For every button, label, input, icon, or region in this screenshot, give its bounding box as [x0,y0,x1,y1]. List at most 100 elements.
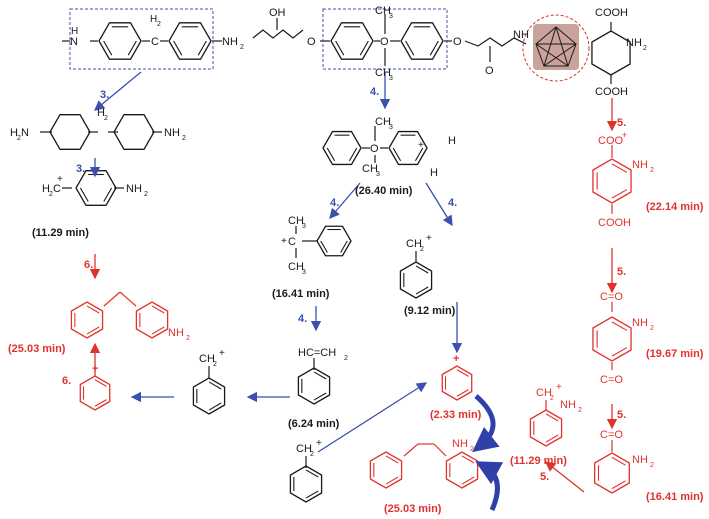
acid-ring [591,30,631,76]
acyl2-ring [592,316,632,362]
benzene-rings [49,22,632,503]
step-5c: 5. [617,409,626,421]
bisA-ch3-bot-sub: 3 [376,171,380,178]
polymer-nh: NH [222,36,238,48]
acyl2-nh2: NH [632,317,648,329]
acyl3-nh2-sub: 2 [650,462,654,469]
polymer-backbone [62,14,527,66]
bisA-ring-2 [388,130,428,166]
mda-structure [40,131,162,189]
cumyl-cation [295,226,318,258]
acyl2-nh2-sub: 2 [650,325,654,332]
acyl1-ring [592,158,632,204]
mda-nh2-sub: 2 [182,135,186,142]
acyl3-co: C=O [600,429,623,441]
step-3b: 3. [76,163,85,175]
time-aniline: (11.29 min) [510,455,567,467]
time-benzyl-mid: (9.12 min) [404,305,456,317]
bisA-plus: + [418,140,424,151]
prod-bottom-nh2-sub: 2 [470,446,474,453]
cooh-top: COOH [595,7,628,19]
acyl1-coo: COO [598,135,624,147]
styrene-sub: 2 [344,355,348,362]
aniline-ch2: CH [536,387,552,399]
phenyl-red-plus: + [453,353,459,365]
benzyl-left-sub: 2 [213,361,217,368]
step-4b: 4. [330,197,339,209]
mda-h2n-h: H [10,127,18,139]
bridge-h-sub: 2 [157,21,161,28]
red-arrows [89,98,618,493]
step-4a: 4. [370,86,379,98]
bisA-ring-1 [322,130,362,166]
benzyl-bot-plus: + [316,438,322,449]
mda-h2n-sub: 2 [17,135,21,142]
bisA-ch3-top: CH [375,116,391,128]
aniline-plus: + [556,382,562,393]
time-prod-bottom: (25.03 min) [384,503,442,515]
mda-h2-sub: 2 [104,115,108,122]
polymer-nh-end: NH [513,29,529,41]
cumyl-ch3-bot-sub: 3 [302,269,306,276]
benzyl-mid-ring [399,261,433,299]
benzyl-left-ring [192,377,226,415]
benzyl-mid-plus: + [426,233,432,244]
mda-h2: H [97,107,105,119]
bisA-h1: H [448,135,456,147]
polymer-ring-2 [168,22,212,60]
benzyl-bottom-ring [289,465,323,503]
bridge-c: C [151,36,159,48]
bisA-ch3-bot: CH [362,163,378,175]
phenyl-red-ring [441,365,473,401]
prod-left-ring-2 [135,301,169,339]
polymer-h: H [71,26,78,37]
mda-ring-2 [113,114,155,150]
acid-nh2-sub: 2 [643,45,647,52]
aniline-nh2: NH [560,399,576,411]
polymer-n: N [70,36,78,48]
carborane-cage-icon [522,14,590,82]
prod-left-nh2-sub: 2 [186,335,190,342]
benzyl-bot-sub: 2 [310,451,314,458]
time-acyl2: (19.67 min) [646,348,704,360]
acyl1-plus: + [622,130,627,140]
ch3-bottom: CH [375,67,391,79]
ch3-top: CH [375,5,391,17]
acyl1-nh2: NH [632,159,648,171]
polymer-nh-sub: 2 [240,44,244,51]
step-4c: 4. [448,197,457,209]
cumyl-ch3-bot: CH [288,261,304,273]
aniline-ch2-sub: 2 [550,395,554,402]
aniline-ring [529,409,563,447]
cumyl-ch3-top-sub: 3 [302,223,306,230]
prod-bottom-ring-2 [445,451,479,489]
styrene-ring [297,367,331,405]
cooh-bottom: COOH [595,86,628,98]
polymer-o-left: O [307,36,316,48]
substituent-bonds [208,251,417,468]
benzyl-mid-ch2: CH [406,238,422,250]
ch3-top-sub: 3 [389,13,393,20]
phenyl-left-plus: + [92,363,98,375]
benzyl-mid-sub: 2 [420,246,424,253]
time-cumyl: (16.41 min) [272,288,330,300]
bridge-h: H [150,14,157,25]
polymer-oh: OH [269,7,286,19]
step-4d: 4. [298,313,307,325]
step-5a: 5. [617,117,626,129]
prod-left-nh2: NH [168,327,184,339]
polymer-ring-1 [98,22,142,60]
step-3a: 3. [100,89,109,101]
blue-arrows [89,71,463,453]
aniline-nh2-sub: 2 [578,407,582,414]
prod-bottom-nh2: NH [452,438,468,450]
cumyl-ring [316,225,352,257]
acyl2-co-bot: C=O [600,374,623,386]
polymer-o-right: O [453,36,462,48]
time-benzyl-amine: (11.29 min) [32,227,89,239]
time-acyl3: (16.41 min) [646,491,704,503]
ba-plus: + [57,174,63,185]
